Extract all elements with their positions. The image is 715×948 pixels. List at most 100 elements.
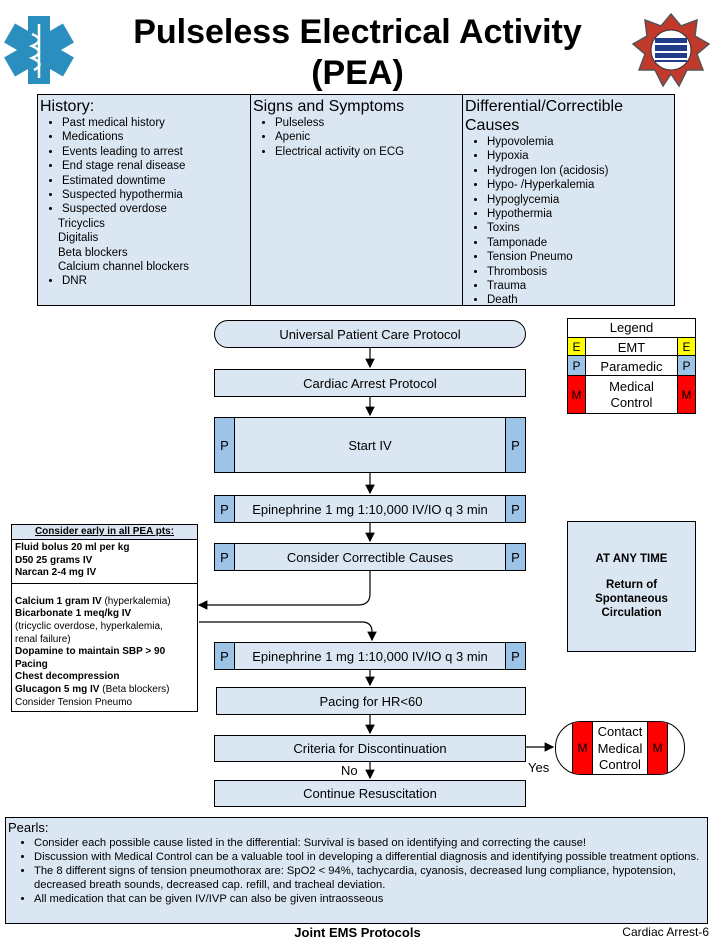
list-item: Estimated downtime xyxy=(62,174,250,188)
pearl-item: All medication that can be given IV/IVP … xyxy=(34,892,707,906)
list-item: Calcium channel blockers xyxy=(58,261,190,274)
legend-medical-line-2: Control xyxy=(610,394,653,410)
list-item: Toxins xyxy=(487,221,674,235)
cardiac-arrest-box: Cardiac Arrest Protocol xyxy=(214,369,526,397)
legend-paramedic-label: Paramedic xyxy=(600,358,663,374)
list-item: Hypoxia xyxy=(487,149,674,163)
fire-rescue-badge-icon xyxy=(631,12,711,88)
universal-protocol-box: Universal Patient Care Protocol xyxy=(214,320,526,348)
list-item: Hydrogen Ion (acidosis) xyxy=(487,164,674,178)
side-item: Glucagon 5 mg IV xyxy=(15,683,100,695)
list-item: Death xyxy=(487,293,674,307)
side-note: (Beta blockers) xyxy=(99,683,170,695)
paramedic-tag: P xyxy=(505,417,526,473)
paramedic-tag: P xyxy=(214,543,235,571)
side-item: Calcium 1 gram IV xyxy=(15,595,102,607)
differential-heading: Differential/Correctible Causes xyxy=(465,98,623,134)
pearl-item: The 8 different signs of tension pneumot… xyxy=(34,864,707,892)
paramedic-tag: P xyxy=(214,495,235,523)
list-item: Events leading to arrest xyxy=(62,145,250,159)
yes-label: Yes xyxy=(528,760,550,775)
pearls-heading: Pearls: xyxy=(8,820,49,835)
list-item: Digitalis xyxy=(58,232,99,245)
legend-emt-row: E EMT E xyxy=(568,337,695,356)
page-title: Pulseless Electrical Activity xyxy=(133,13,582,51)
list-item: Beta blockers xyxy=(58,246,128,259)
list-item: Trauma xyxy=(487,279,674,293)
emt-tag: E xyxy=(677,338,695,356)
pearl-item: Consider each possible cause listed in t… xyxy=(34,836,707,850)
at-any-time-heading: AT ANY TIME xyxy=(595,553,668,565)
legend-emt-label: EMT xyxy=(617,339,646,355)
legend-medical-row: M Medical Control M xyxy=(568,375,695,413)
list-item: Apenic xyxy=(275,130,462,144)
history-heading: History: xyxy=(40,98,95,115)
paramedic-tag: P xyxy=(568,356,586,376)
side-item: Narcan 2-4 mg IV xyxy=(15,567,97,579)
legend-title: Legend xyxy=(609,320,654,335)
footer-page-label: Cardiac Arrest-6 xyxy=(622,925,709,939)
star-of-life-icon xyxy=(4,16,74,84)
side-note: (tricyclic overdose, hyperkalemia, xyxy=(15,620,163,632)
pacing-box: Pacing for HR<60 xyxy=(216,687,526,715)
list-item: Hypoglycemia xyxy=(487,193,674,207)
medical-control-tag: M xyxy=(572,722,593,774)
paramedic-tag: P xyxy=(505,642,526,670)
epinephrine-label-1: Epinephrine 1 mg 1:10,000 IV/IO q 3 min xyxy=(252,501,488,517)
paramedic-tag: P xyxy=(214,417,235,473)
universal-protocol-label: Universal Patient Care Protocol xyxy=(279,326,461,342)
side-item: Fluid bolus 20 ml per kg xyxy=(15,542,130,553)
no-label: No xyxy=(341,763,358,778)
contact-line-1: Contact xyxy=(597,724,643,739)
side-item: Bicarbonate 1 meq/kg IV xyxy=(15,608,132,620)
list-item: Suspected hypothermia xyxy=(62,188,250,202)
list-item: Thrombosis xyxy=(487,265,674,279)
medical-control-tag: M xyxy=(677,376,695,413)
emt-tag: E xyxy=(568,338,586,356)
list-item: End stage renal disease xyxy=(62,159,250,173)
history-panel: History: Past medical history Medication… xyxy=(37,94,251,306)
pearls-panel: Pearls: Consider each possible cause lis… xyxy=(5,817,708,924)
criteria-label: Criteria for Discontinuation xyxy=(293,741,447,756)
correctible-causes-box: P Consider Correctible Causes P xyxy=(214,543,526,571)
list-item: Hypo- /Hyperkalemia xyxy=(487,178,674,192)
side-item: Dopamine to maintain SBP > 90 xyxy=(15,646,166,658)
signs-panel: Signs and Symptoms Pulseless Apenic Elec… xyxy=(250,94,463,306)
paramedic-tag: P xyxy=(214,642,235,670)
correctible-causes-label: Consider Correctible Causes xyxy=(286,549,454,565)
epinephrine-label-2: Epinephrine 1 mg 1:10,000 IV/IO q 3 min xyxy=(252,648,488,664)
list-item: Pulseless xyxy=(275,116,462,130)
rosc-line-2: Spontaneous xyxy=(595,593,668,605)
list-item: Tricyclics xyxy=(58,217,105,230)
paramedic-tag: P xyxy=(505,495,526,523)
list-item: Suspected overdose xyxy=(62,202,250,216)
continue-resuscitation-label: Continue Resuscitation xyxy=(303,786,437,801)
legend: Legend E EMT E P Paramedic P M Medical C… xyxy=(567,318,696,414)
contact-line-2: Medical xyxy=(597,740,643,756)
epinephrine-box-1: P Epinephrine 1 mg 1:10,000 IV/IO q 3 mi… xyxy=(214,495,526,523)
paramedic-tag: P xyxy=(505,543,526,571)
epinephrine-box-2: P Epinephrine 1 mg 1:10,000 IV/IO q 3 mi… xyxy=(214,642,526,670)
legend-paramedic-row: P Paramedic P xyxy=(568,355,695,376)
start-iv-label: Start IV xyxy=(348,437,392,453)
side-item: Pacing xyxy=(15,658,48,670)
consider-early-box: Consider early in all PEA pts: Fluid bol… xyxy=(11,524,198,712)
contact-line-3: Control xyxy=(599,757,641,772)
medical-control-tag: M xyxy=(568,376,586,413)
list-item: DNR xyxy=(62,274,250,288)
side-item: D50 25 grams IV xyxy=(15,554,93,566)
list-item: Tamponade xyxy=(487,236,674,250)
start-iv-box: P Start IV P xyxy=(214,417,526,473)
pacing-label: Pacing for HR<60 xyxy=(319,693,423,709)
page-subtitle: (PEA) xyxy=(311,54,404,92)
rosc-line-3: Circulation xyxy=(601,607,662,619)
pearl-item: Discussion with Medical Control can be a… xyxy=(34,850,707,864)
list-item: Hypothermia xyxy=(487,207,674,221)
legend-medical-line-1: Medical xyxy=(609,378,654,394)
list-item: Hypovolemia xyxy=(487,135,674,149)
contact-medical-control-box: M M Contact Medical Control xyxy=(555,721,685,775)
side-note: renal failure) xyxy=(15,633,71,645)
medical-control-tag: M xyxy=(647,722,668,774)
footer-title: Joint EMS Protocols xyxy=(294,925,421,940)
